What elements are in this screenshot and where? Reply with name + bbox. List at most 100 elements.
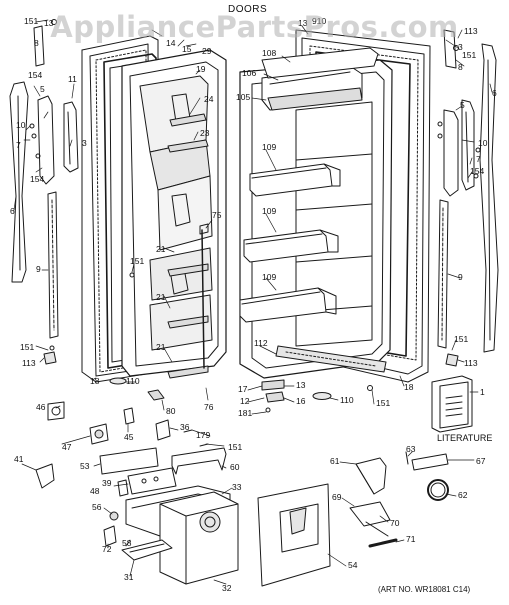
dispenser-control-39	[127, 467, 177, 495]
bracket-63-67	[405, 451, 449, 471]
callout-71: 71	[406, 534, 416, 544]
freezer-door-stop-bar	[199, 223, 209, 369]
freezer-shelf-rails	[167, 113, 209, 379]
hinge-parts-right	[261, 353, 459, 413]
callout-70: 70	[390, 518, 400, 528]
callout-108: 108	[262, 48, 276, 58]
door-shelf-109-mid	[243, 229, 339, 263]
dispenser-recess-54	[257, 483, 331, 587]
callout-110-r: 110	[340, 395, 354, 405]
callout-109b: 109	[262, 206, 276, 216]
callout-154-l2: 154	[30, 174, 44, 184]
callout-24: 24	[204, 94, 214, 104]
callout-110-l: 110	[126, 376, 140, 386]
callout-58: 58	[122, 538, 132, 548]
literature-label: LITERATURE	[437, 433, 493, 443]
callout-5-r: 5	[460, 100, 465, 110]
door-shelf-109-top	[249, 163, 341, 197]
callout-113-tr: 113	[464, 26, 478, 36]
callout-63: 63	[406, 444, 416, 454]
callout-39: 39	[102, 478, 112, 488]
callout-151-tr: 151	[462, 50, 476, 60]
callout-13-b: 13	[296, 380, 306, 390]
door-shelf-105	[267, 87, 363, 111]
callout-151-bc: 151	[376, 398, 390, 408]
ice-chute-61	[355, 457, 387, 495]
callout-6-r: 6	[492, 88, 497, 98]
callout-61: 61	[330, 456, 340, 466]
callout-72: 72	[102, 544, 112, 554]
screws-right	[437, 45, 481, 179]
callout-9-l: 9	[36, 264, 41, 274]
callout-53: 53	[80, 461, 90, 471]
fresh-food-trim-9	[437, 199, 449, 349]
callout-56: 56	[92, 502, 102, 512]
flapper-69-70	[349, 501, 391, 537]
callout-109c: 109	[262, 272, 276, 282]
freezer-door-trim-6	[9, 81, 29, 283]
callout-910: 910	[312, 16, 326, 26]
callout-18-l: 18	[90, 376, 100, 386]
callout-32: 32	[222, 583, 232, 593]
callout-151-tl: 151	[24, 16, 38, 26]
fresh-food-handle-3	[461, 99, 475, 191]
callout-29: 29	[202, 46, 212, 56]
callout-8-r: 8	[458, 62, 463, 72]
callout-15: 15	[182, 44, 192, 54]
dispenser-small-parts	[35, 401, 209, 547]
callout-10-l: 10	[16, 120, 26, 130]
callout-76: 76	[204, 402, 214, 412]
hinge-parts-left-bottom	[43, 351, 165, 401]
callout-7-l: 7	[16, 140, 21, 150]
callout-8-l: 8	[34, 38, 39, 48]
freezer-door-trim-8	[33, 25, 45, 67]
callout-113-br: 113	[464, 358, 478, 368]
callout-113-l: 113	[22, 358, 36, 368]
freezer-door-liner	[121, 49, 227, 377]
callout-106: 106	[242, 68, 256, 78]
rod-71	[368, 538, 398, 548]
fresh-food-trim-6	[479, 43, 499, 353]
dispenser-bar-60	[171, 447, 227, 475]
callout-67: 67	[476, 456, 486, 466]
callout-23: 23	[200, 128, 210, 138]
callout-151-br: 151	[454, 334, 468, 344]
callout-21a: 21	[156, 244, 166, 254]
callout-46: 46	[36, 402, 46, 412]
callout-109a: 109	[262, 142, 276, 152]
fresh-food-handle-5	[443, 109, 459, 197]
freezer-handle-3	[63, 101, 79, 173]
fresh-food-trim-8	[443, 29, 457, 69]
callout-112: 112	[254, 338, 268, 348]
leader-lines	[13, 19, 493, 585]
callout-16: 16	[296, 396, 306, 406]
callout-12: 12	[240, 396, 250, 406]
callout-17: 17	[238, 384, 248, 394]
callout-14: 14	[166, 38, 176, 48]
callout-5-l: 5	[40, 84, 45, 94]
callout-7-r: 7	[476, 154, 481, 164]
screws-left	[29, 19, 135, 351]
callout-33: 33	[232, 482, 242, 492]
callout-80: 80	[166, 406, 176, 416]
callout-36: 36	[180, 422, 190, 432]
dispenser-actuator-53	[99, 447, 159, 475]
callout-151-b2: 151	[228, 442, 242, 452]
callout-1: 1	[480, 387, 485, 397]
callout-151-ml: 151	[130, 256, 144, 266]
callouts: 151 13 8 14 15 29 19 11 154 5 3 10 7 154…	[10, 16, 497, 593]
callout-60: 60	[230, 462, 240, 472]
callout-69: 69	[332, 492, 342, 502]
callout-41: 41	[14, 454, 24, 464]
seal-ring-62	[427, 479, 449, 501]
fresh-food-door-liner	[239, 59, 393, 379]
callout-45: 45	[124, 432, 134, 442]
diagram-title: DOORS	[228, 4, 268, 15]
literature-booklet	[431, 375, 473, 433]
callout-181: 181	[238, 408, 252, 418]
callout-105: 105	[236, 92, 250, 102]
callout-47: 47	[62, 442, 72, 452]
callout-54: 54	[348, 560, 358, 570]
callout-10-r: 10	[478, 138, 488, 148]
